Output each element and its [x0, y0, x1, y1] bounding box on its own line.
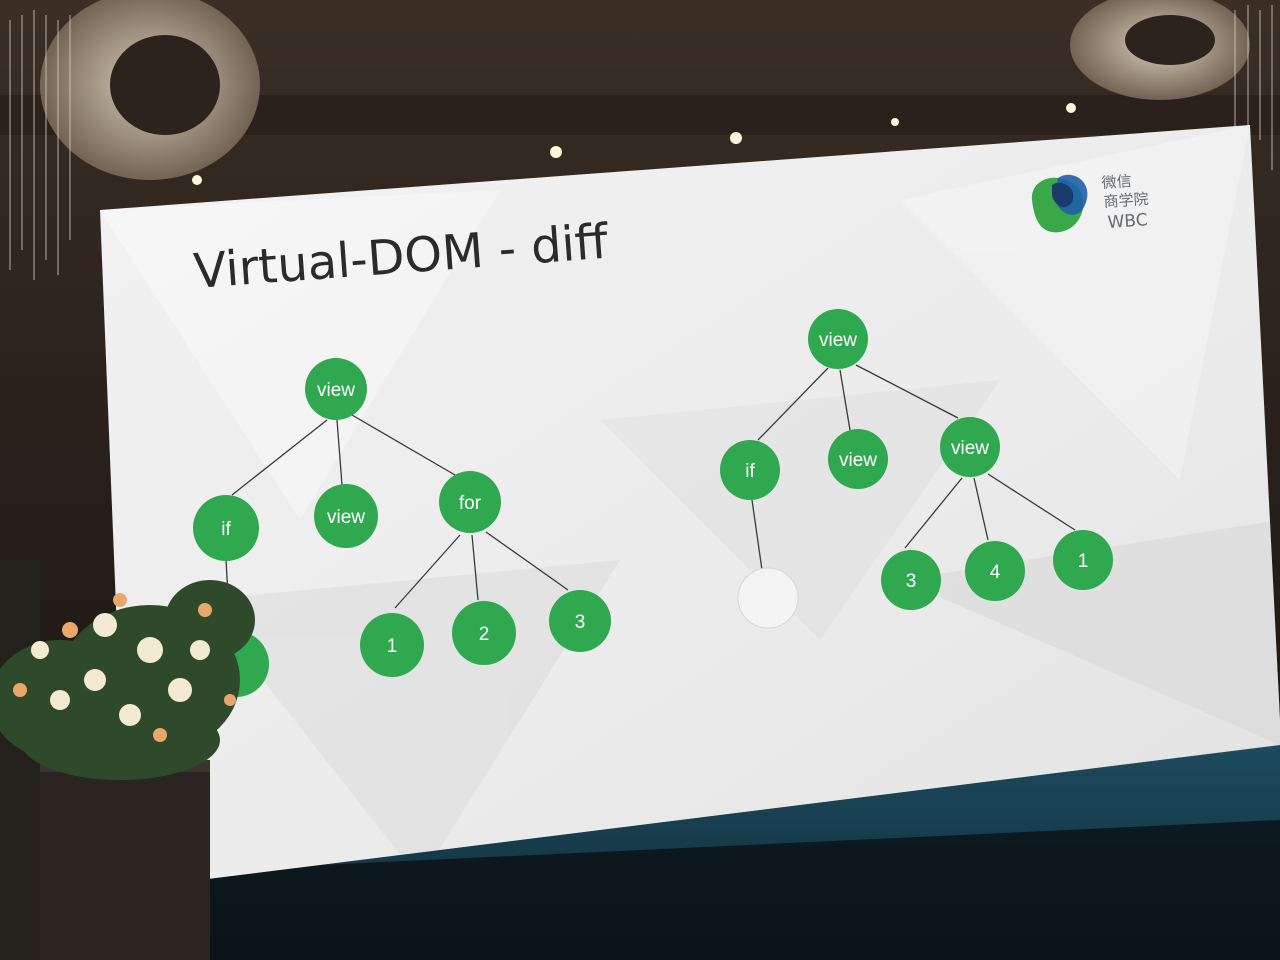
node-right-1: [1053, 530, 1113, 590]
node-label: 2: [479, 624, 490, 645]
node-label: for: [459, 493, 482, 514]
node-label: view: [327, 507, 365, 528]
edge-for-3: [485, 531, 569, 591]
node-right-if: [720, 440, 780, 500]
edge-if-empty: [751, 499, 763, 571]
right-tree-edges: [751, 364, 1076, 571]
logo-line-1: 微信: [1101, 172, 1132, 192]
node-right-root: [808, 309, 868, 369]
node-right-empty: [737, 567, 799, 629]
edge-view-3: [904, 477, 963, 549]
podium: [0, 560, 210, 960]
node-label: 3: [575, 612, 586, 633]
edge-for-1: [394, 534, 461, 609]
slide-background-shapes: [100, 125, 1280, 880]
edge-for-2: [471, 534, 479, 601]
node-label: view: [819, 330, 857, 351]
logo-line-3: WBC: [1107, 210, 1148, 233]
node-left-2: [452, 601, 516, 665]
left-tree-labels: view if view for 1 2 3: [221, 380, 585, 657]
ceiling-lights: [192, 103, 1076, 185]
chandelier-left: [9, 0, 260, 280]
node-left-3: [549, 590, 611, 652]
edge-root-view: [336, 419, 343, 486]
stage-front: [0, 820, 1280, 960]
edge-root-if: [231, 419, 328, 496]
flower-arrangement: [0, 580, 255, 780]
node-label: if: [221, 519, 231, 540]
projection-screen: [100, 125, 1280, 880]
right-tree-labels: view if view view 3 4 1: [745, 330, 1088, 592]
edge-root-view: [839, 369, 851, 431]
node-label: if: [745, 461, 755, 482]
node-label: view: [317, 380, 355, 401]
node-left-for: [439, 471, 501, 533]
edge-view-1: [987, 473, 1076, 531]
wbc-logo-mark-icon: [1031, 174, 1088, 233]
node-left-root: [305, 358, 367, 420]
node-label: 4: [990, 562, 1001, 583]
edge-root-for: [351, 414, 456, 476]
node-left-view: [314, 484, 378, 548]
logo-line-2: 商学院: [1103, 190, 1149, 211]
wbc-logo: 微信 商学院 WBC: [1031, 172, 1149, 233]
chandelier-right: [1070, 0, 1273, 170]
left-tree-edges: [225, 414, 569, 631]
node-left-if: [193, 495, 259, 561]
right-tree-nodes: [720, 309, 1113, 629]
edge-root-view-2: [855, 364, 959, 419]
node-label: 1: [387, 636, 398, 657]
node-right-view-2: [940, 417, 1000, 477]
node-label: view: [951, 438, 989, 459]
node-label: view: [839, 450, 877, 471]
edge-root-if: [757, 367, 829, 441]
right-tree: view if view view 3 4 1: [720, 309, 1113, 629]
node-right-view: [828, 429, 888, 489]
node-right-3: [881, 550, 941, 610]
node-label: 1: [1078, 551, 1089, 572]
edge-view-4: [973, 477, 989, 541]
node-right-4: [965, 541, 1025, 601]
node-left-1: [360, 613, 424, 677]
node-label: 3: [906, 571, 917, 592]
